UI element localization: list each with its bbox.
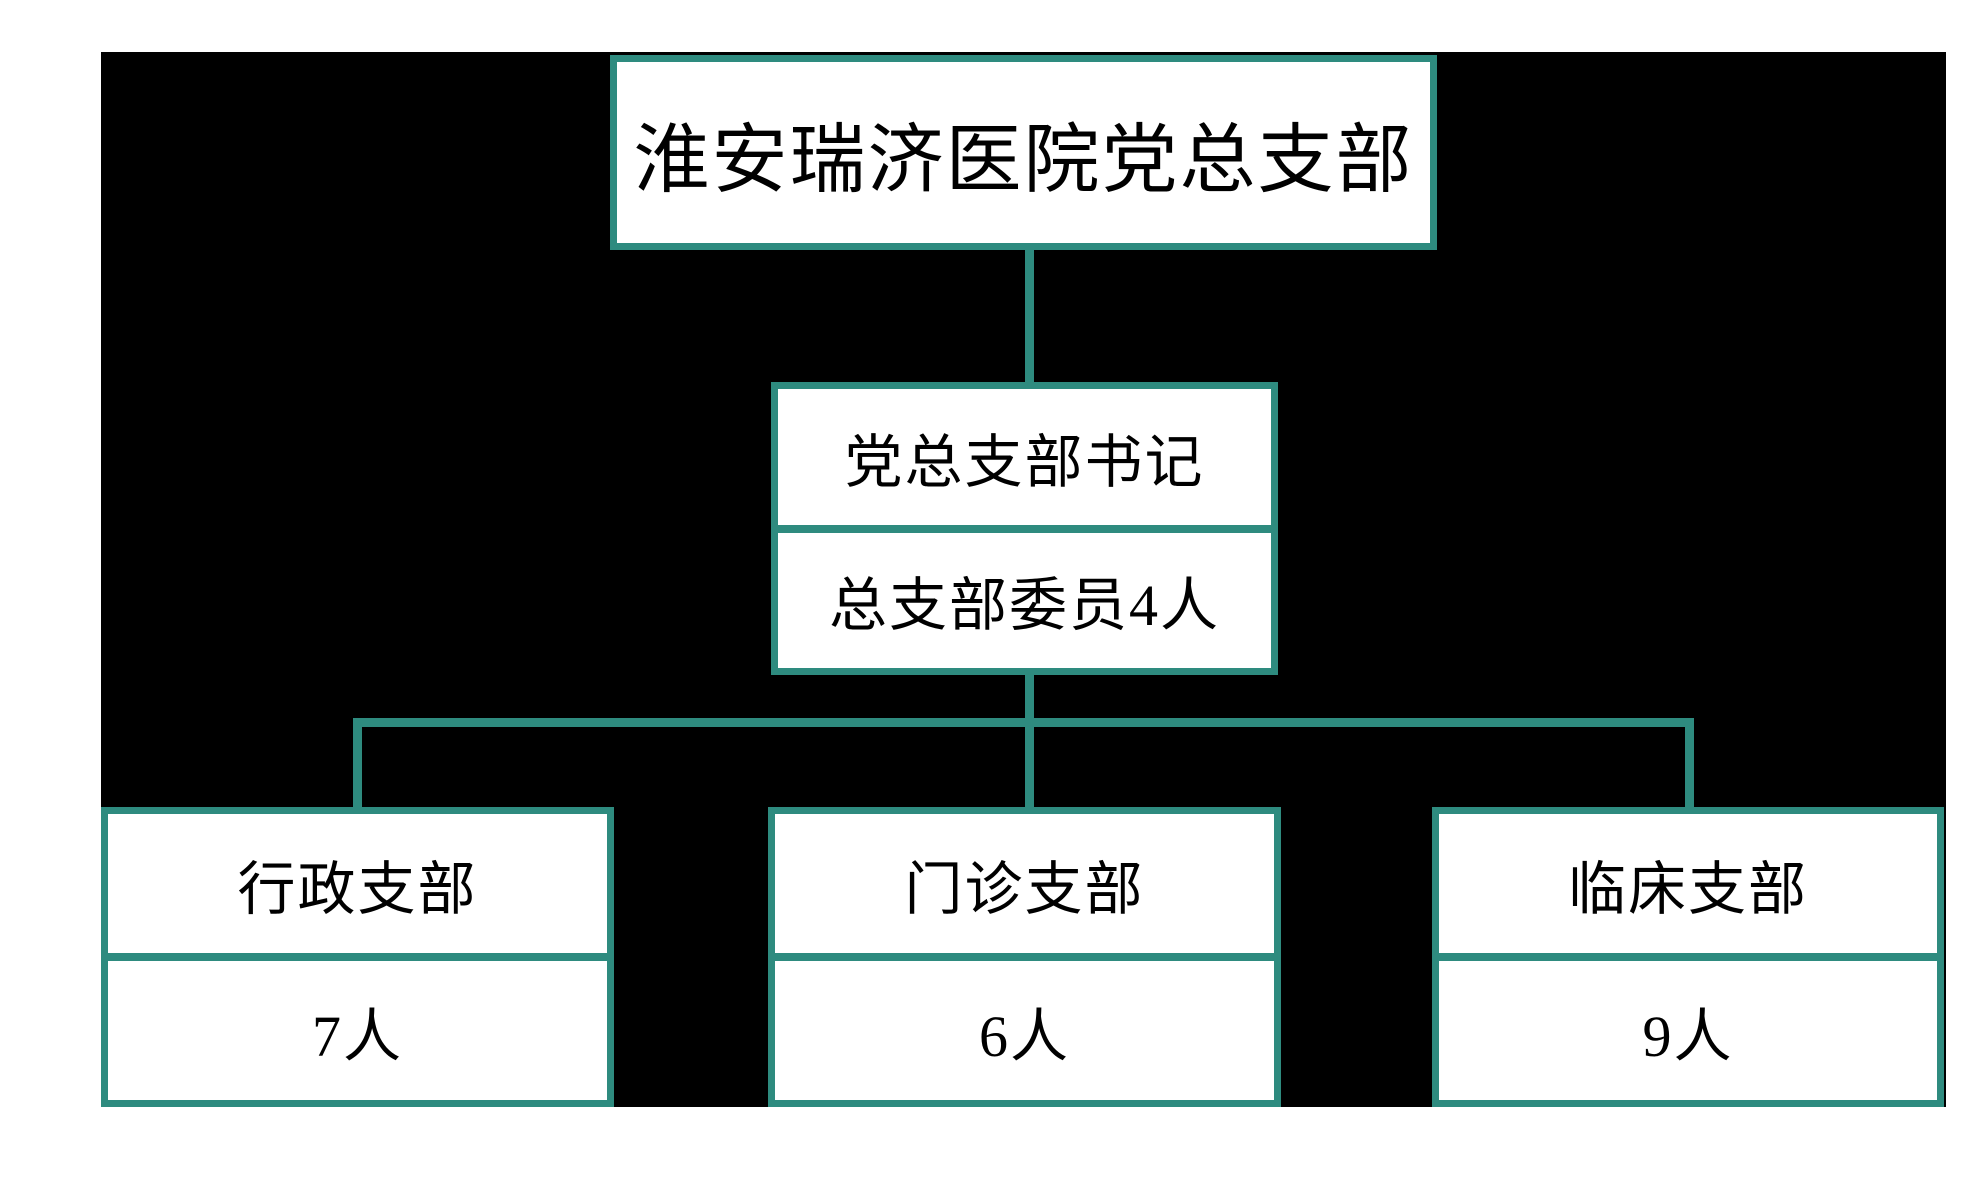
- branch-name-label: 行政支部: [237, 856, 478, 922]
- branch-count-label: 6人: [978, 1003, 1070, 1069]
- root-node-party-general-branch: 淮安瑞济医院党总支部: [610, 55, 1437, 250]
- branch-node-clinical: 临床支部 9人: [1432, 807, 1944, 1107]
- branch-count-row: 9人: [1439, 953, 1937, 1100]
- connector-branch-horizontal-bar: [353, 718, 1694, 727]
- branch-count-label: 9人: [1642, 1003, 1734, 1069]
- branch-node-outpatient: 门诊支部 6人: [768, 807, 1281, 1107]
- secretary-members-row: 总支部委员4人: [778, 524, 1271, 669]
- connector-drop-left-branch: [353, 718, 362, 807]
- secretary-title-label: 党总支部书记: [844, 429, 1205, 495]
- branch-count-row: 7人: [108, 953, 607, 1100]
- branch-count-row: 6人: [775, 953, 1274, 1100]
- branch-name-label: 临床支部: [1567, 856, 1808, 922]
- secretary-members-label: 总支部委员4人: [828, 573, 1220, 639]
- root-node-label: 淮安瑞济医院党总支部: [633, 118, 1414, 203]
- branch-name-row: 临床支部: [1439, 814, 1937, 953]
- secretary-title-row: 党总支部书记: [778, 389, 1271, 525]
- branch-count-label: 7人: [311, 1003, 403, 1069]
- connector-drop-right-branch: [1685, 718, 1694, 807]
- branch-name-label: 门诊支部: [904, 856, 1145, 922]
- connector-root-to-secretary: [1025, 250, 1034, 382]
- connector-secretary-to-branch-bar: [1025, 675, 1034, 807]
- branch-name-row: 行政支部: [108, 814, 607, 953]
- secretary-node: 党总支部书记 总支部委员4人: [771, 382, 1278, 675]
- branch-name-row: 门诊支部: [775, 814, 1274, 953]
- branch-node-administrative: 行政支部 7人: [101, 807, 614, 1107]
